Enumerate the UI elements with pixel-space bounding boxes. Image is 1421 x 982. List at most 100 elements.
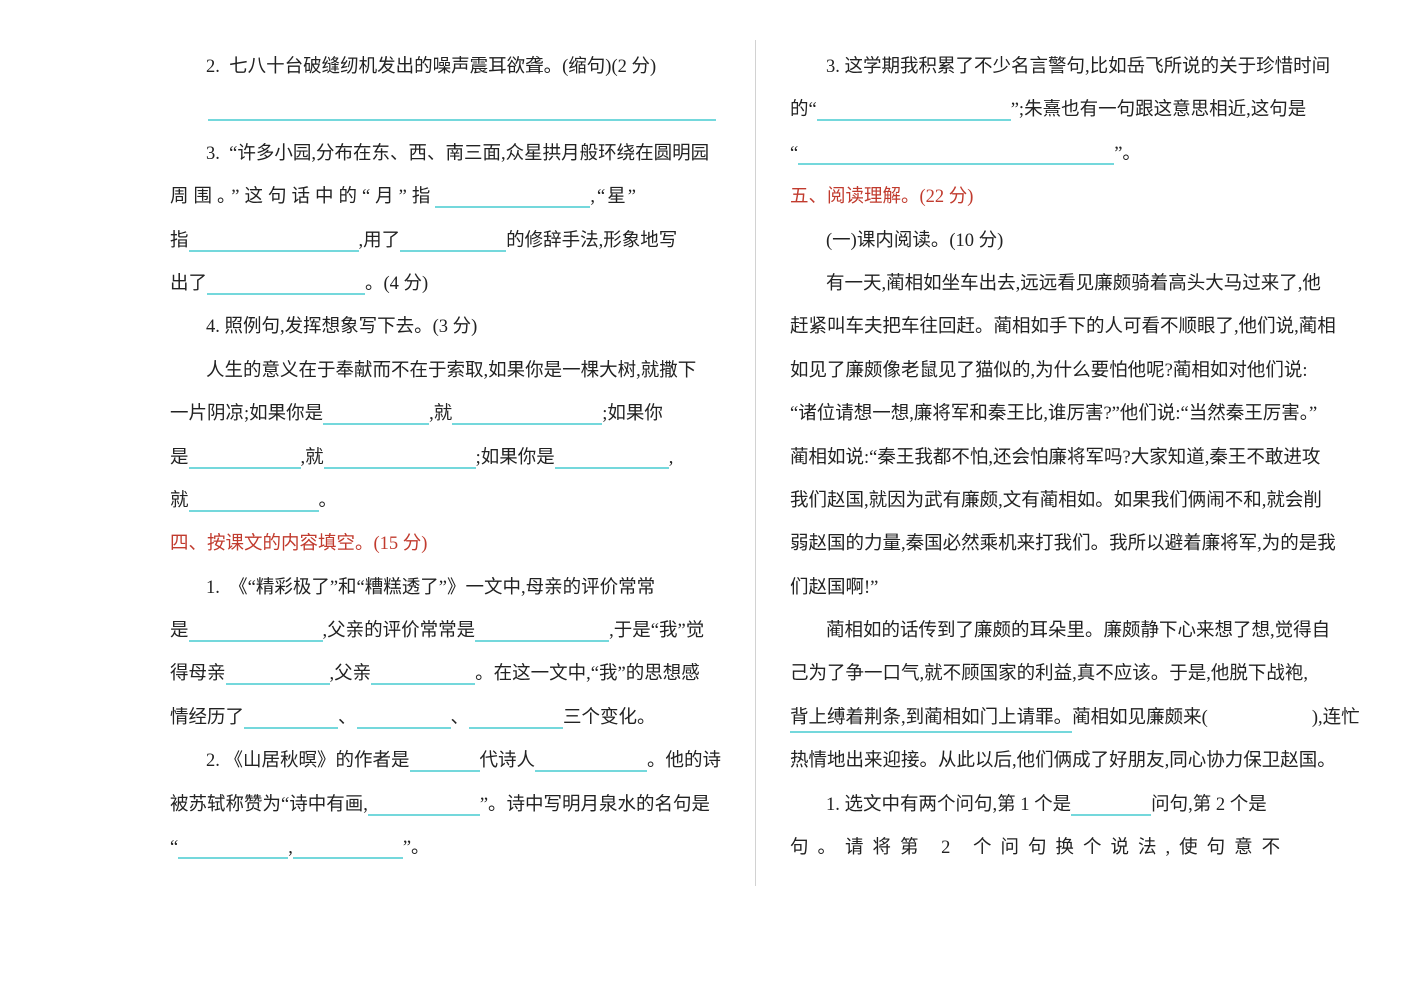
text-line: “,”。 <box>170 827 736 870</box>
left-column: 2. 七八十台破缝纫机发出的噪声震耳欲聋。(缩句)(2 分) 3. “许多小园,分… <box>170 46 736 870</box>
section-heading: 四、按课文的内容填空。(15 分) <box>170 523 736 566</box>
text-segment: 蔺相如见廉颇来( <box>1072 707 1208 728</box>
text-line: 1. 选文中有两个问句,第 1 个是 问句,第 2 个是 <box>790 784 1350 827</box>
text-segment: 。在这一文中,“我”的思想感 <box>475 664 700 685</box>
text-line: 一片阴凉;如果你是,就;如果你 <box>170 393 736 436</box>
text-segment: “ <box>790 143 799 164</box>
answer-blank <box>400 246 507 252</box>
text-segment: 有一天,蔺相如坐车出去,远远看见廉颇骑着高头大马过来了,他 <box>826 273 1321 294</box>
answer-blank <box>188 246 359 252</box>
text-segment: ”。 <box>402 838 430 859</box>
answer-blank <box>207 289 366 295</box>
text-segment: ),连忙 <box>1311 707 1360 728</box>
text-line: “”。 <box>790 133 1350 176</box>
underlined-text: 背上缚着荆条,到蔺相如门上请罪。 <box>790 707 1073 733</box>
answer-blank <box>188 506 319 512</box>
answer-blank <box>188 463 301 469</box>
text-line: 1. 《“精彩极了”和“糟糕透了”》一文中,母亲的评价常常 <box>170 567 736 610</box>
text-segment: 、 <box>450 707 470 728</box>
text-segment: 出了 <box>170 273 208 294</box>
answer-blank <box>535 766 648 773</box>
answer-blank <box>208 115 716 122</box>
text-line: 我们赵国,就因为武有廉颇,文有蔺相如。如果我们俩闹不和,就会削 <box>790 480 1350 523</box>
text-segment: 句。请将第 2 个问句换个说法,使句意不 <box>790 838 1290 859</box>
answer-blank <box>469 723 564 729</box>
text-segment: ;如果你是 <box>475 447 555 468</box>
answer-blank <box>409 766 480 773</box>
text-line: 人生的意义在于奉献而不在于索取,如果你是一棵大树,就撒下 <box>170 350 736 393</box>
text-segment: 五、阅读理解。(22 分) <box>790 187 974 208</box>
text-line: 2. 七八十台破缝纫机发出的噪声震耳欲聋。(缩句)(2 分) <box>170 46 736 89</box>
text-segment: 己为了争一口气,就不顾国家的利益,真不应该。于是,他脱下战袍, <box>790 664 1309 685</box>
text-segment: 指 <box>170 230 189 251</box>
text-segment: 、 <box>338 707 357 728</box>
answer-blank <box>554 463 669 469</box>
text-line: 周围。”这句话中的“月”指 ,“星” <box>170 176 736 219</box>
text-line: 有一天,蔺相如坐车出去,远远看见廉颇骑着高头大马过来了,他 <box>790 263 1350 306</box>
text-segment: 周围。”这句话中的“月”指 <box>170 187 436 208</box>
text-segment: ,“星” <box>590 187 638 208</box>
column-divider <box>755 40 756 886</box>
text-line: 指 ,用了 的修辞手法,形象地写 <box>170 220 736 263</box>
text-segment: ,父亲的评价常常是 <box>322 621 476 642</box>
text-line: 己为了争一口气,就不顾国家的利益,真不应该。于是,他脱下战袍, <box>790 653 1350 696</box>
text-segment: 的修辞手法,形象地写 <box>506 230 678 251</box>
text-line: 3. “许多小园,分布在东、西、南三面,众星拱月般环绕在圆明园 <box>170 133 736 176</box>
text-segment: 的“ <box>790 100 817 121</box>
text-segment: ”;朱熹也有一句跟这意思相近,这句是 <box>1010 100 1307 121</box>
text-segment: ,就 <box>300 447 324 468</box>
text-segment: 三个变化。 <box>563 707 656 728</box>
text-segment: , <box>288 838 293 859</box>
text-segment: 。他的诗 <box>647 751 722 772</box>
text-segment: 们赵国啊!” <box>790 577 879 598</box>
text-line: “诸位请想一想,廉将军和秦王比,谁厉害?”他们说:“当然秦王厉害。” <box>790 393 1350 436</box>
text-line: 热情地出来迎接。从此以后,他们俩成了好朋友,同心协力保卫赵国。 <box>790 740 1350 783</box>
answer-blank <box>367 810 480 816</box>
text-segment: 四、按课文的内容填空。(15 分) <box>170 534 428 555</box>
text-line: 蔺相如的话传到了廉颇的耳朵里。廉颇静下心来想了想,觉得自 <box>790 610 1350 653</box>
answer-blank <box>356 723 451 729</box>
text-segment: 热情地出来迎接。从此以后,他们俩成了好朋友,同心协力保卫赵国。 <box>790 751 1336 772</box>
text-segment: ,父亲 <box>329 664 372 685</box>
text-segment: 得母亲 <box>170 664 226 685</box>
text-line: 4. 照例句,发挥想象写下去。(3 分) <box>170 306 736 349</box>
text-segment: ,用了 <box>358 230 401 251</box>
text-line: 的“ ”;朱熹也有一句跟这意思相近,这句是 <box>790 89 1350 132</box>
answer-blank <box>452 419 603 426</box>
text-segment: 4. 照例句,发挥想象写下去。(3 分) <box>206 317 478 338</box>
text-line: 是,就;如果你是, <box>170 437 736 480</box>
text-segment: 赶紧叫车夫把车往回赶。蔺相如手下的人可看不顺眼了,他们说,蔺相 <box>790 317 1336 338</box>
paren-gap <box>1208 721 1312 723</box>
text-segment: 问句,第 2 个是 <box>1151 794 1267 815</box>
text-line: 得母亲 ,父亲 。在这一文中,“我”的思想感 <box>170 653 736 696</box>
answer-blank <box>188 636 323 643</box>
text-segment: 就 <box>170 490 189 511</box>
answer-blank <box>371 679 476 686</box>
text-segment: 如见了廉颇像老鼠见了猫似的,为什么要怕他呢?蔺相如对他们说: <box>790 360 1308 381</box>
text-segment: “诸位请想一想,廉将军和秦王比,谁厉害?”他们说:“当然秦王厉害。” <box>790 404 1318 425</box>
text-line: 出了 。(4 分) <box>170 263 736 306</box>
text-segment: 。(4 分) <box>365 273 429 294</box>
text-line <box>170 89 736 132</box>
text-segment: 1. 选文中有两个问句,第 1 个是 <box>826 794 1072 815</box>
answer-blank <box>323 419 430 426</box>
text-line: 就。 <box>170 480 736 523</box>
answer-blank <box>1071 810 1152 816</box>
text-segment: 情经历了 <box>170 707 245 728</box>
text-line: 被苏轼称赞为“诗中有画,”。诗中写明月泉水的名句是 <box>170 784 736 827</box>
text-line: (一)课内阅读。(10 分) <box>790 220 1350 263</box>
text-line: 是,父亲的评价常常是,于是“我”觉 <box>170 610 736 653</box>
text-segment: 3. “许多小园,分布在东、西、南三面,众星拱月般环绕在圆明园 <box>206 143 710 164</box>
text-line: 3. 这学期我积累了不少名言警句,比如岳飞所说的关于珍惜时间 <box>790 46 1350 89</box>
text-segment: 一片阴凉;如果你是 <box>170 404 324 425</box>
answer-blank <box>178 853 289 860</box>
text-segment: 。 <box>318 490 338 511</box>
text-line: 2. 《山居秋暝》的作者是代诗人。他的诗 <box>170 740 736 783</box>
text-segment: 2. 七八十台破缝纫机发出的噪声震耳欲聋。(缩句)(2 分) <box>206 57 657 77</box>
text-line: 如见了廉颇像老鼠见了猫似的,为什么要怕他呢?蔺相如对他们说: <box>790 350 1350 393</box>
text-line: 蔺相如说:“秦王我都不怕,还会怕廉将军吗?大家知道,秦王不敢进攻 <box>790 437 1350 480</box>
text-segment: (一)课内阅读。(10 分) <box>826 230 1004 251</box>
text-segment: 弱赵国的力量,秦国必然乘机来打我们。我所以避着廉将军,为的是我 <box>790 534 1336 555</box>
text-line: 情经历了 、 、 三个变化。 <box>170 697 736 740</box>
